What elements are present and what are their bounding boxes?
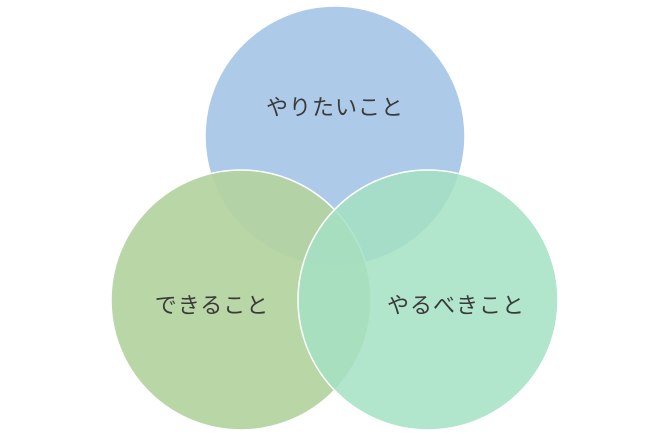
venn-circles	[110, 5, 559, 431]
circle-should	[297, 169, 559, 431]
label-can: できること	[155, 294, 270, 319]
label-want: やりたいこと	[266, 96, 404, 121]
label-should: やるべきこと	[387, 294, 525, 319]
